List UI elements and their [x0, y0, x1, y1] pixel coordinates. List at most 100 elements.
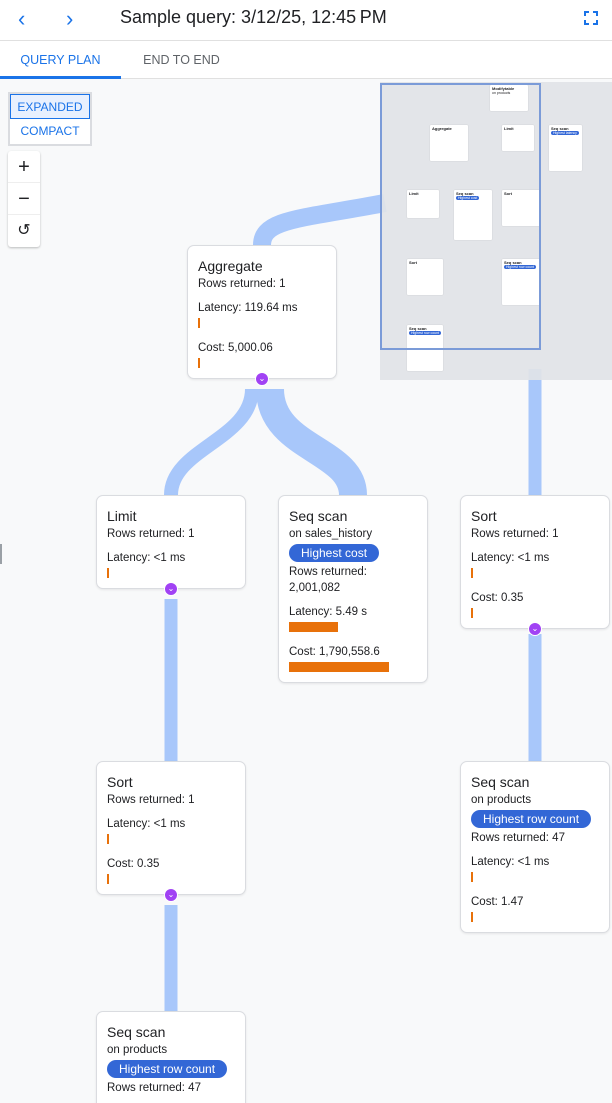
compact-button[interactable]: COMPACT [20, 124, 80, 138]
latency-bar [471, 568, 473, 578]
expanded-button[interactable]: EXPANDED [10, 94, 90, 119]
node-latency: Latency: <1 ms [107, 552, 186, 564]
node-title: Seq scan [289, 508, 348, 524]
cost-bar [107, 874, 109, 884]
node-title: Seq scan [471, 774, 530, 790]
minimap-node-table: on products [492, 91, 511, 95]
minimap-node: Limit [407, 190, 439, 218]
node-table: on products [107, 1044, 168, 1056]
node-table: on sales_history [289, 528, 373, 540]
minimap-node-title: Seq scan [456, 191, 474, 196]
minimap-node-title: Limit [409, 191, 419, 196]
chevron-left-icon[interactable]: ‹ [18, 6, 26, 31]
minimap-node-title: Modifytable [492, 86, 515, 91]
reset-zoom-button[interactable]: ↺ [17, 222, 31, 239]
minimap-viewport[interactable] [380, 83, 541, 350]
view-toggle: EXPANDED COMPACT [8, 92, 92, 146]
tab-end-to-end[interactable]: END TO END [143, 53, 220, 67]
node-rows-returned: Rows returned: 47 [471, 832, 565, 844]
expand-chevron-icon[interactable]: ⌄ [255, 372, 269, 386]
minimap-node-title: Sort [504, 191, 512, 196]
minimap-badge: Highest latency [551, 131, 579, 135]
tab-query-plan[interactable]: QUERY PLAN [0, 41, 121, 79]
minimap-node: Sort [502, 190, 540, 226]
node-rows-returned: Rows returned: 1 [198, 278, 286, 290]
latency-bar [198, 318, 200, 328]
cost-bar [471, 608, 473, 618]
header: ‹ › Sample query: 3/12/25, 12:45 PM [0, 0, 612, 41]
minimap-node: Aggregate [430, 125, 468, 161]
minimap-node-title: Seq scan [409, 326, 427, 331]
latency-bar [289, 622, 338, 632]
minimap-badge: Highest row count [409, 331, 441, 335]
node-title: Limit [107, 508, 137, 524]
minimap-node-title: Limit [504, 126, 514, 131]
node-rows-returned: Rows returned: 47 [107, 1082, 201, 1094]
node-cost: Cost: 1.47 [471, 896, 524, 908]
minimap-node: Limit [502, 125, 534, 151]
resize-handle[interactable] [0, 544, 2, 564]
node-latency: Latency: <1 ms [107, 818, 186, 830]
cost-bar [198, 358, 200, 368]
node-title: Aggregate [198, 258, 263, 274]
node-rows-returned: Rows returned: 1 [107, 794, 195, 806]
status-badge: Highest cost [289, 544, 380, 562]
node-cost: Cost: 0.35 [471, 592, 524, 604]
node-latency: Latency: <1 ms [471, 552, 550, 564]
latency-bar [471, 872, 473, 882]
chevron-right-icon[interactable]: › [66, 6, 74, 31]
minimap-node-title: Seq scan [504, 260, 522, 265]
edge-root-aggregate [253, 194, 387, 247]
plan-edges [164, 194, 542, 1011]
fullscreen-icon[interactable] [584, 11, 598, 25]
node-rows-returned: Rows returned: 2,001,082 [289, 566, 367, 594]
node-title: Sort [107, 774, 133, 790]
node-cost: Cost: 5,000.06 [198, 342, 273, 354]
zoom-in-button[interactable]: + [8, 151, 40, 183]
node-title: Sort [471, 508, 497, 524]
status-badge: Highest row count [471, 810, 592, 828]
node-title: Seq scan [107, 1024, 166, 1040]
expand-chevron-icon[interactable]: ⌄ [164, 582, 178, 596]
minimap-node-title: Sort [409, 260, 417, 265]
node-cost: Cost: 0.35 [107, 858, 160, 870]
minimap-node-title: Seq scan [551, 126, 569, 131]
node-rows-returned: Rows returned: 1 [471, 528, 559, 540]
zoom-controls: + − ↺ [8, 151, 40, 247]
expand-chevron-icon[interactable]: ⌄ [164, 888, 178, 902]
node-latency: Latency: 119.64 ms [198, 302, 298, 314]
node-cost: Cost: 1,790,558.6 [289, 646, 380, 658]
node-latency: Latency: 5.49 s [289, 606, 367, 618]
tab-bar: QUERY PLAN END TO END [0, 41, 612, 79]
page-title: Sample query: 3/12/25, 12:45 PM [120, 7, 387, 27]
minimap-node-title: Aggregate [432, 126, 452, 131]
minimap-node: Sort [407, 259, 443, 295]
node-latency: Latency: <1 ms [471, 856, 550, 868]
node-table: on products [471, 794, 532, 806]
cost-bar [289, 662, 389, 672]
cost-bar [471, 912, 473, 922]
edge-aggregate-seqscan [256, 387, 367, 497]
minimap-badge: Highest cost [456, 196, 480, 200]
latency-bar [107, 834, 109, 844]
minimap-badge: Highest row count [504, 265, 537, 269]
status-badge: Highest row count [107, 1060, 228, 1078]
zoom-out-button[interactable]: − [8, 183, 40, 215]
node-rows-returned: Rows returned: 1 [107, 528, 195, 540]
latency-bar [107, 568, 109, 578]
expand-chevron-icon[interactable]: ⌄ [528, 622, 542, 636]
edge-aggregate-limit [164, 388, 259, 496]
